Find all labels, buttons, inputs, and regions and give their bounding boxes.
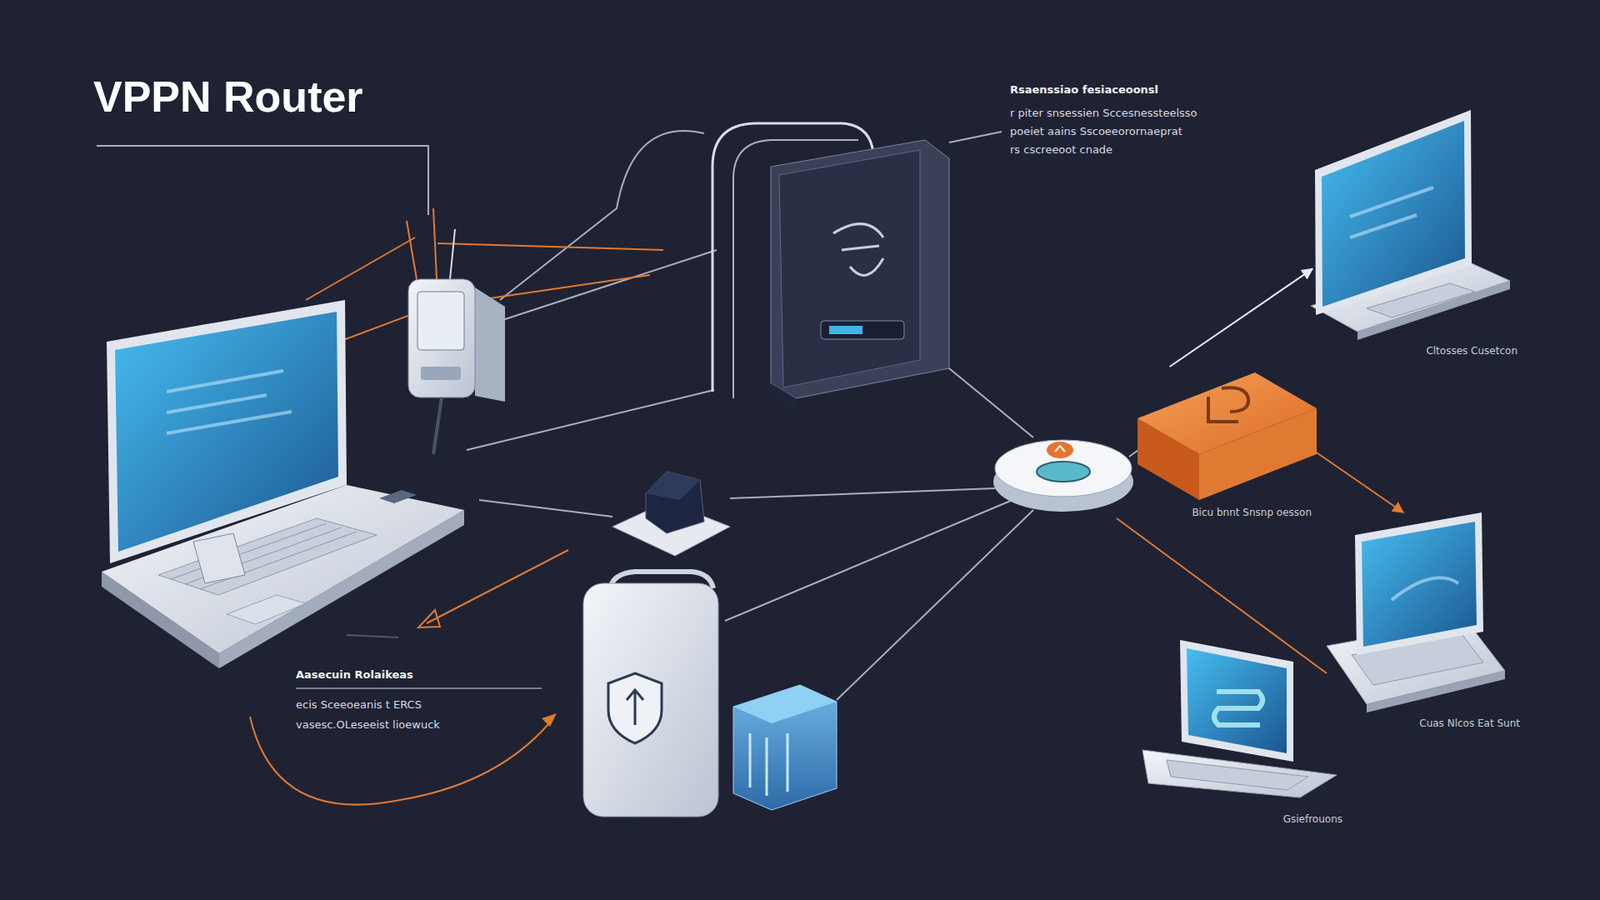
- arrowhead: [541, 713, 557, 727]
- diagram-title: VPPN Router: [93, 71, 364, 122]
- vpn-box: [1137, 372, 1317, 500]
- connector: [1170, 269, 1313, 367]
- annotation-text: vasesc.OLeseeist lioewuck: [295, 718, 440, 732]
- annotation-heading: Rsaenssiao fesiaceoonsl: [1010, 83, 1159, 97]
- annotation-heading: Aasecuin Rolaikeas: [295, 668, 414, 682]
- connector: [1315, 451, 1404, 513]
- server-device: [712, 123, 950, 410]
- arrowhead: [418, 610, 440, 628]
- hub-device: [993, 440, 1134, 512]
- laptop-top-right: [1310, 110, 1510, 340]
- device-caption: Gsiefrouons: [1137, 811, 1346, 828]
- firewall-device: [583, 571, 837, 817]
- annotation-text: rs cscreeoot cnade: [1010, 143, 1113, 157]
- router-device: [406, 208, 505, 455]
- device-node: Cuas Nlcos Eat Sunt: [1323, 512, 1524, 732]
- device-caption: Cltosses Cusetcon: [1312, 343, 1521, 360]
- device-caption: Cuas Nlcos Eat Sunt: [1323, 715, 1524, 732]
- annotation-text: poeiet aains Sscoeeorornaeprat: [1010, 125, 1183, 139]
- device-node: Cltosses Cusetcon: [1312, 108, 1521, 360]
- annotation-text: ecis Sceeoeanis t ERCS: [295, 698, 422, 712]
- switch-device: [612, 471, 730, 556]
- device-caption: Bicu bnnt Snsnp oesson: [1133, 505, 1315, 521]
- laptop-bottom: [1142, 640, 1337, 798]
- annotation-text: r piter snsessien Sccesnessteelsso: [1010, 106, 1198, 120]
- device-node: Bicu bnnt Snsnp oesson: [1133, 366, 1315, 521]
- laptop-mid-right: [1326, 512, 1505, 713]
- device-node: Gsiefrouons: [1137, 633, 1346, 828]
